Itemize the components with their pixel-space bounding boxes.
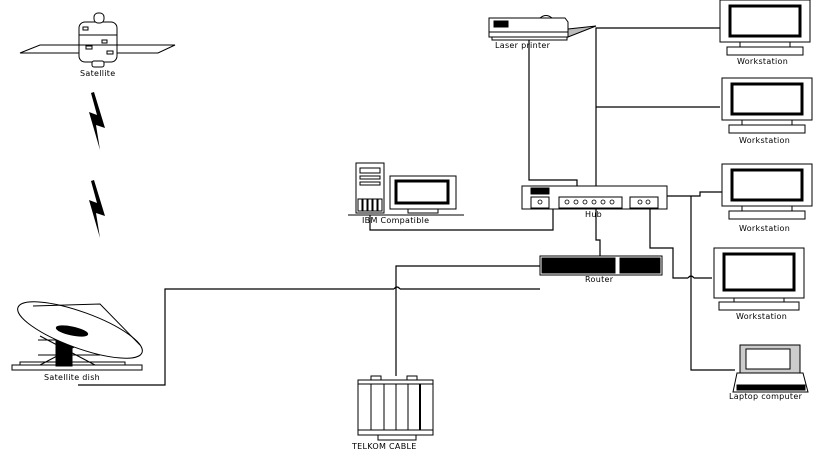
workstation-3-label: Workstation: [739, 224, 791, 233]
workstation-icon: [721, 77, 813, 134]
workstation-icon: [719, 0, 811, 56]
workstation-icon: [721, 163, 813, 220]
link-telkom-router: [395, 265, 540, 376]
link-hub-workstation-1-2: [595, 27, 720, 187]
cable-junction-icon: [357, 375, 434, 441]
satellite-dish-icon: [11, 301, 143, 371]
router-label: Router: [585, 275, 614, 284]
workstation-1-label: Workstation: [737, 57, 789, 66]
satellite-label: Satellite: [80, 69, 116, 78]
router-icon: [539, 255, 663, 276]
workstation-4-label: Workstation: [736, 312, 788, 321]
link-hub-ibm: [369, 209, 554, 231]
satellite-icon: [19, 12, 176, 68]
workstation-icon: [713, 247, 805, 311]
ibm-compatible-label: IBM Compatible: [362, 216, 430, 225]
link-router-hub: [595, 209, 601, 256]
hub-label: Hub: [585, 210, 603, 219]
satellite-dish-label: Satellite dish: [44, 373, 101, 382]
laptop-label: Laptop computer: [729, 392, 803, 401]
link-hub-workstation-3: [667, 191, 722, 197]
desktop-pc-icon: [348, 162, 464, 216]
link-hub-laptop: [690, 196, 735, 371]
link-dish-router: [78, 286, 540, 386]
printer-icon: [488, 15, 597, 41]
hub-icon: [521, 185, 668, 210]
telkom-cable-label: TELKOM CABLE: [352, 442, 417, 451]
workstation-2-label: Workstation: [739, 136, 791, 145]
link-hub-printer: [528, 37, 578, 196]
laser-printer-label: Laser printer: [495, 41, 551, 50]
laptop-icon: [732, 344, 809, 393]
wireless-signal-icon: [89, 92, 105, 238]
